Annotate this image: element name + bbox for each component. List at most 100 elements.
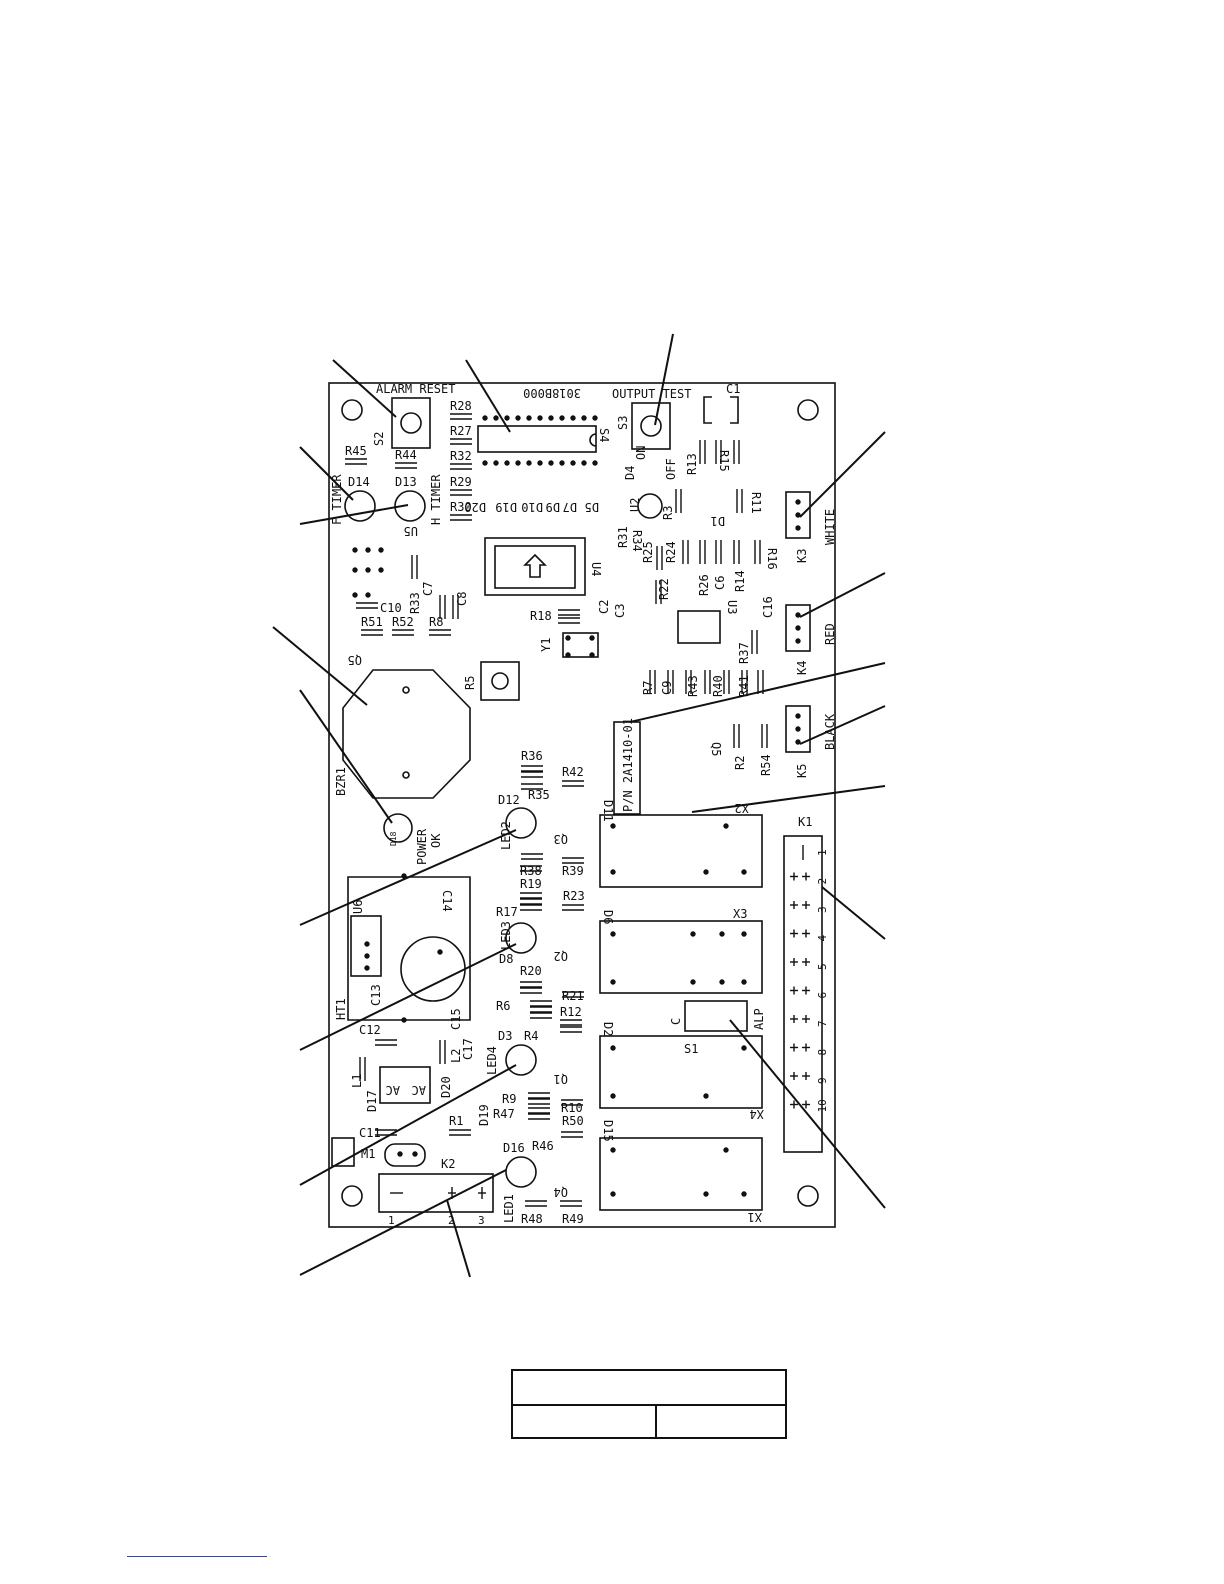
label-c7: C7 (421, 582, 435, 596)
pin-dot (352, 567, 358, 573)
d16-led (505, 1156, 537, 1188)
mounting-hole (797, 1185, 819, 1207)
label-output-test: OUTPUT TEST (612, 387, 691, 401)
label-r29: R29 (450, 475, 472, 489)
pin-dot (589, 652, 595, 658)
label-d19: D19 (495, 500, 517, 514)
label-d10: D10 (521, 500, 543, 514)
label-ht1: HT1 (334, 998, 348, 1020)
mounting-hole (341, 1185, 363, 1207)
label-r52: R52 (392, 615, 414, 629)
pin-dot (610, 931, 616, 937)
label-r50: R50 (562, 1114, 584, 1128)
label-r26: R26 (697, 574, 711, 596)
pin-dot (795, 739, 801, 745)
label-d14: D14 (348, 475, 370, 489)
label-power: POWER (415, 828, 429, 865)
label-x4: X4 (750, 1107, 764, 1121)
label-d9: D9 (546, 500, 560, 514)
pin-dot (526, 460, 532, 466)
label-m1: M1 (361, 1147, 375, 1161)
pin-dot (482, 415, 488, 421)
mounting-hole (341, 399, 363, 421)
label-r51: R51 (361, 615, 383, 629)
label-r3: R3 (661, 506, 675, 520)
footer-rule (127, 1556, 267, 1557)
pin-dot (795, 726, 801, 732)
relay-x4 (599, 1035, 763, 1109)
pin-dot (719, 979, 725, 985)
k1-pin-label: 7 (816, 1020, 829, 1027)
s3-switch (631, 402, 671, 450)
label-r22: R22 (657, 578, 671, 600)
pin-dot (565, 635, 571, 641)
leader-line (729, 1019, 886, 1209)
label-d12: D12 (498, 793, 520, 807)
pin-dot (364, 941, 370, 947)
label-q3: Q3 (554, 832, 568, 846)
label-r28: R28 (450, 399, 472, 413)
pin-dot (401, 1017, 407, 1023)
k1-pin-label: 5 (816, 963, 829, 970)
pin-dot (378, 547, 384, 553)
label-d17: D17 (365, 1090, 379, 1112)
pin-dot (690, 931, 696, 937)
leader-line (299, 829, 517, 926)
label-r5: R5 (463, 676, 477, 690)
c15-capacitor (400, 936, 466, 1002)
ht1-outline (347, 876, 471, 1021)
label-c17: C17 (461, 1038, 475, 1060)
label-s2: S2 (372, 432, 386, 446)
label-r42: R42 (562, 765, 584, 779)
pin-dot (352, 547, 358, 553)
label-y1: Y1 (539, 638, 553, 652)
label-q5: Q5 (348, 653, 362, 667)
label-r25: R25 (641, 541, 655, 563)
label-r27: R27 (450, 424, 472, 438)
label-d18: D18 (389, 831, 398, 846)
label-d2: D2 (601, 1022, 615, 1036)
pin-dot (741, 1045, 747, 1051)
leader-line (332, 359, 397, 418)
label-led3: LED3 (499, 921, 513, 950)
leader-line (272, 626, 368, 706)
fuse-holder (484, 537, 586, 596)
k3-connector (785, 491, 811, 539)
label-r4: R4 (524, 1029, 538, 1043)
pin-dot (570, 460, 576, 466)
label-r21: R21 (562, 989, 584, 1003)
m1-mov (384, 1143, 426, 1167)
label-u6: U6 (351, 900, 365, 914)
pin-dot (537, 415, 543, 421)
label-r38: R38 (520, 864, 542, 878)
label-led1: LED1 (502, 1194, 516, 1223)
pin-dot (610, 823, 616, 829)
label-red: RED (823, 623, 837, 645)
label-r8: R8 (429, 615, 443, 629)
label-r47: R47 (493, 1107, 515, 1121)
label-c12: C12 (359, 1023, 381, 1037)
label-d7: D7 (563, 500, 577, 514)
label-ok: OK (429, 833, 443, 848)
label-part-number: P/N 2A1410-01 (621, 718, 635, 812)
label-r9: R9 (502, 1092, 516, 1106)
k1-pin-label: 2 (816, 878, 829, 885)
u6-regulator (350, 915, 382, 977)
leader-line (654, 333, 674, 426)
pin-dot (565, 652, 571, 658)
label-s4: S4 (597, 428, 611, 442)
buzzer-bzr1 (342, 669, 471, 799)
leader-line (799, 431, 886, 518)
label-l1: L1 (350, 1074, 364, 1088)
leader-line (821, 886, 886, 940)
s1-switch (684, 1000, 748, 1032)
pin-dot (703, 1093, 709, 1099)
k2-pin-label: 1 (388, 1214, 395, 1227)
label-s3: S3 (616, 416, 630, 430)
k1-pin-label: 3 (816, 906, 829, 913)
u2-transistor (637, 493, 663, 519)
pin-dot (723, 1147, 729, 1153)
label-r44: R44 (395, 448, 417, 462)
label-r10: R10 (561, 1101, 583, 1115)
label-d8: D8 (499, 952, 513, 966)
